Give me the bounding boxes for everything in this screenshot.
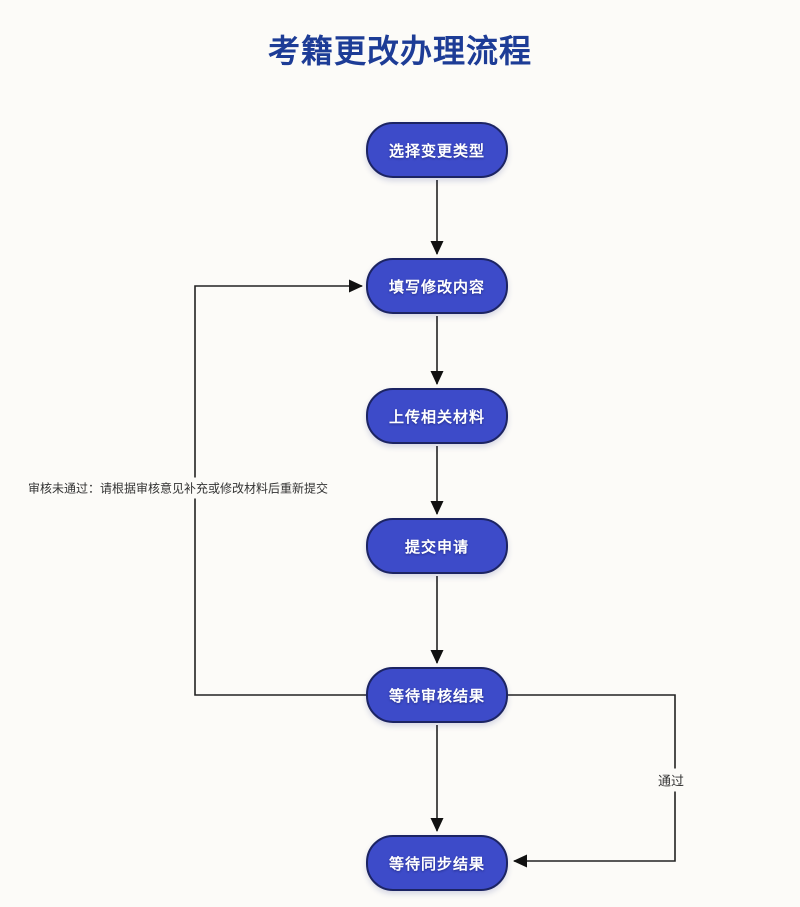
edge-label-pass: 通过 [653, 768, 689, 792]
flow-node-upload-materials: 上传相关材料 [366, 388, 508, 444]
page-title: 考籍更改办理流程 [267, 33, 532, 69]
edge-review-pass-path [508, 694, 676, 868]
edge-label-reject: 审核未通过：请根据审核意见补充或修改材料后重新提交 [23, 477, 333, 499]
flow-node-label: 提交申请 [404, 538, 469, 556]
flow-node-label: 等待审核结果 [388, 687, 485, 705]
flow-node-wait-sync-result: 等待同步结果 [366, 835, 508, 891]
flow-node-fill-modification: 填写修改内容 [366, 258, 508, 314]
flow-node-label: 上传相关材料 [388, 408, 485, 426]
flow-node-label: 选择变更类型 [388, 142, 485, 160]
flow-node-label: 填写修改内容 [388, 278, 485, 296]
flow-node-submit-application: 提交申请 [366, 518, 508, 574]
flow-node-label: 等待同步结果 [388, 855, 485, 873]
flow-node-wait-review-result: 等待审核结果 [366, 667, 508, 723]
flow-node-select-change-type: 选择变更类型 [366, 122, 508, 178]
